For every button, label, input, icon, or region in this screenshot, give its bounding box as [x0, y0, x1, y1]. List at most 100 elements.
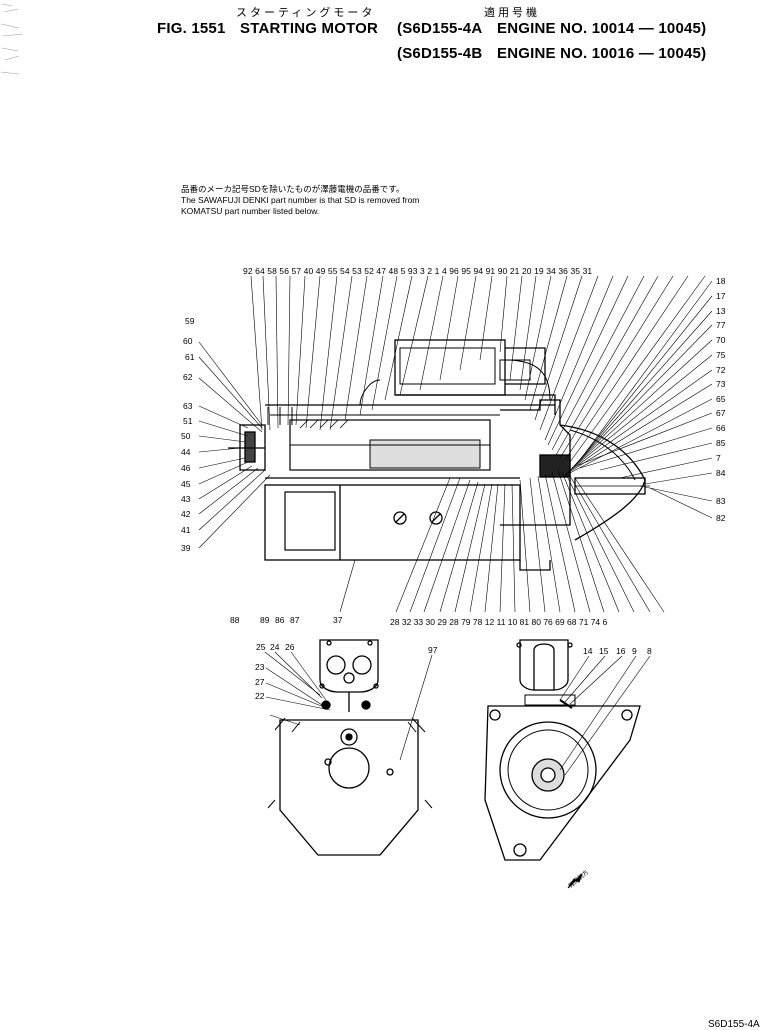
callout: 48 [388, 266, 399, 276]
callout: 69 [555, 617, 565, 627]
callout: 14 [583, 646, 593, 656]
callout: 11 [496, 617, 506, 627]
callout: 31 [582, 266, 593, 276]
callout: 52 [364, 266, 374, 276]
engine-range-b: ENGINE NO. 10016 — 10045) [497, 45, 707, 62]
callout: 34 [546, 266, 556, 276]
top-callout-row: 92 64 58 56 57 40 49 55 54 53 52 47 48 5… [243, 266, 592, 276]
callout: 93 [407, 266, 418, 276]
callout: 68 [567, 617, 577, 627]
callout: 59 [185, 316, 195, 326]
engine-range-a: ENGINE NO. 10014 — 10045) [497, 20, 707, 37]
engine-front-arrow-icon [567, 873, 583, 889]
model-b: (S6D155-4B [397, 45, 483, 62]
callout: 8 [647, 646, 652, 656]
callout: 94 [473, 266, 484, 276]
callout: 35 [570, 266, 581, 276]
callout: 63 [183, 401, 193, 411]
callout: 87 [290, 615, 300, 625]
callout: 1 [434, 266, 440, 276]
callout: 56 [279, 266, 290, 276]
callout: 82 [716, 513, 726, 523]
page-title: STARTING MOTOR [240, 20, 379, 37]
callout: 32 [401, 617, 412, 627]
callout: 25 [256, 642, 266, 652]
callout: 28 [390, 617, 400, 627]
callout: 80 [531, 617, 541, 627]
callout: 92 [243, 266, 253, 276]
figure-number: FIG. 1551 [157, 20, 226, 37]
callout: 54 [340, 266, 350, 276]
callout: 84 [716, 468, 726, 478]
callout: 41 [181, 525, 191, 535]
callout: 12 [484, 617, 495, 627]
callout: 18 [716, 276, 726, 286]
callout: 83 [716, 496, 726, 506]
callout: 70 [716, 335, 726, 345]
callout: 37 [333, 615, 343, 625]
leader-lines-top [250, 275, 706, 463]
callout: 89 [260, 615, 270, 625]
callout: 97 [428, 645, 438, 655]
callout: 10 [507, 617, 518, 627]
leader-lines-right [563, 280, 713, 519]
callout: 26 [285, 642, 295, 652]
callout: 78 [472, 617, 483, 627]
callout: 60 [183, 336, 193, 346]
note-line-2: KOMATSU part number listed below. [181, 206, 320, 216]
callout: 64 [255, 266, 265, 276]
callout: 28 [449, 617, 459, 627]
callout: 50 [181, 431, 191, 441]
callout: 20 [521, 266, 532, 276]
callout: 61 [185, 352, 195, 362]
callout: 42 [181, 509, 191, 519]
callout: 16 [616, 646, 626, 656]
callout: 95 [461, 266, 472, 276]
side-view [228, 339, 650, 571]
callout: 5 [400, 266, 406, 276]
callout: 77 [716, 320, 726, 330]
callout: 79 [461, 617, 471, 627]
callout: 7 [716, 453, 721, 463]
callout: 72 [716, 365, 726, 375]
callout: 91 [485, 266, 496, 276]
callout: 49 [315, 266, 326, 276]
callout: 76 [543, 617, 553, 627]
callout: 22 [255, 691, 265, 701]
callout: 17 [716, 291, 726, 301]
callout: 15 [599, 646, 609, 656]
callout: 36 [558, 266, 569, 276]
callout: 88 [230, 615, 240, 625]
callout: 2 [427, 266, 433, 276]
scan-smudge [0, 3, 24, 75]
callout: 21 [509, 266, 520, 276]
callout: 65 [716, 394, 726, 404]
callout: 47 [376, 266, 387, 276]
callout: 9 [632, 646, 637, 656]
callout: 86 [275, 615, 285, 625]
callout: 73 [716, 379, 726, 389]
callout: 43 [181, 494, 191, 504]
callout: 30 [425, 617, 435, 627]
callout: 67 [716, 408, 726, 418]
leader-lines-front [559, 655, 651, 776]
callout: 19 [534, 266, 544, 276]
callout: 81 [519, 617, 530, 627]
callout: 45 [181, 479, 191, 489]
note-jp: 品番のメーカ記号SDを除いたものが澤藤電機の品番です。 [181, 184, 405, 194]
callout: 58 [267, 266, 277, 276]
callout: 74 [590, 617, 601, 627]
bottom-callout-row: 28 32 33 30 29 28 79 78 12 11 10 81 80 7… [390, 617, 607, 627]
footer-model-code: S6D155-4A [708, 1019, 760, 1030]
callout: 96 [449, 266, 459, 276]
note-line-1: The SAWAFUJI DENKI part number is that S… [181, 195, 420, 205]
jp-applicable-label: 適用号機 [484, 7, 540, 19]
callout: 57 [291, 266, 302, 276]
rear-end-view [267, 639, 433, 856]
leader-lines-left [198, 341, 271, 549]
leader-lines-bottom [339, 469, 665, 613]
callout: 24 [270, 642, 280, 652]
callout: 3 [420, 266, 425, 276]
callout: 39 [181, 543, 191, 553]
